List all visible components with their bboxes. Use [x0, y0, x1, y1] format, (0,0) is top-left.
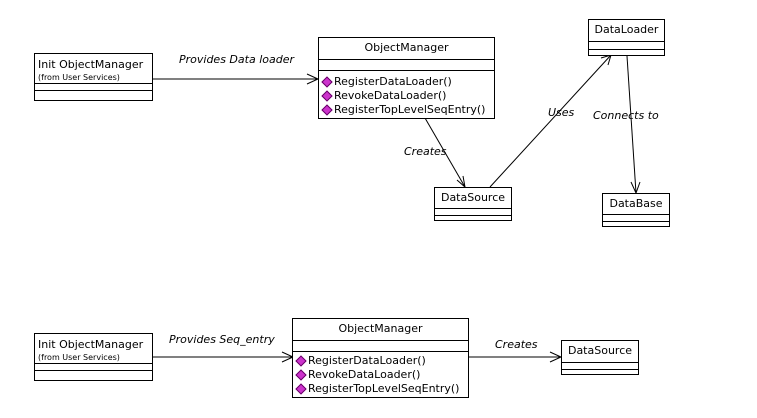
provides-label-top: Provides Data loader — [179, 53, 294, 66]
class-name: ObjectManager — [364, 41, 449, 54]
public-operation-icon — [321, 104, 333, 116]
object-manager-box-top: ObjectManager RegisterDataLoader() Revok… — [318, 37, 495, 119]
init-object-manager-box-top: Init ObjectManager (from User Services) — [34, 53, 153, 101]
operation-register-data-loader: RegisterDataLoader() — [319, 75, 494, 89]
data-loader-box: DataLoader — [588, 19, 665, 56]
class-name: DataSource — [440, 191, 506, 204]
class-name: DataBase — [609, 197, 663, 210]
class-package: (from User Services) — [38, 353, 120, 362]
class-name: DataLoader — [594, 23, 659, 36]
class-name: Init ObjectManager — [38, 58, 144, 71]
operations-compartment — [562, 369, 638, 370]
creates-label-bottom: Creates — [495, 338, 538, 351]
class-name: Init ObjectManager — [38, 338, 144, 351]
operations-compartment — [589, 49, 664, 50]
data-source-box-bottom: DataSource — [561, 340, 639, 375]
attributes-compartment — [589, 41, 664, 49]
object-manager-box-bottom: ObjectManager RegisterDataLoader() Revok… — [292, 318, 469, 398]
creates-label-top: Creates — [404, 145, 447, 158]
attributes-compartment — [562, 362, 638, 369]
uses-label: Uses — [548, 106, 575, 119]
operation-register-top-level-seq-entry: RegisterTopLevelSeqEntry() — [293, 382, 468, 396]
operations-compartment: RegisterDataLoader() RevokeDataLoader() … — [319, 70, 494, 117]
attributes-compartment — [435, 208, 511, 215]
creates-arrow-top — [424, 117, 466, 188]
attributes-compartment — [319, 59, 494, 70]
attributes-compartment — [293, 340, 468, 351]
creates-arrowhead-top — [456, 175, 466, 189]
connects-arrow — [626, 55, 637, 194]
data-base-box: DataBase — [602, 193, 670, 227]
operations-compartment — [35, 370, 152, 371]
operation-revoke-data-loader: RevokeDataLoader() — [319, 89, 494, 103]
attributes-compartment — [35, 83, 152, 90]
public-operation-icon — [295, 355, 307, 367]
operations-compartment — [435, 215, 511, 216]
operations-compartment — [603, 221, 669, 222]
operation-register-data-loader: RegisterDataLoader() — [293, 354, 468, 368]
class-name: DataSource — [567, 344, 633, 357]
data-source-box-top: DataSource — [434, 187, 512, 221]
operation-revoke-data-loader: RevokeDataLoader() — [293, 368, 468, 382]
operation-register-top-level-seq-entry: RegisterTopLevelSeqEntry() — [319, 103, 494, 117]
attributes-compartment — [603, 214, 669, 221]
public-operation-icon — [321, 90, 333, 102]
init-object-manager-box-bottom: Init ObjectManager (from User Services) — [34, 333, 153, 381]
uses-arrow — [489, 54, 612, 188]
operations-compartment — [35, 90, 152, 91]
attributes-compartment — [35, 363, 152, 370]
public-operation-icon — [321, 76, 333, 88]
class-package: (from User Services) — [38, 73, 120, 82]
operations-compartment: RegisterDataLoader() RevokeDataLoader() … — [293, 351, 468, 396]
public-operation-icon — [295, 369, 307, 381]
provides-label-bottom: Provides Seq_entry — [169, 333, 275, 346]
connects-label: Connects to — [593, 109, 659, 122]
public-operation-icon — [295, 383, 307, 395]
class-name: ObjectManager — [338, 322, 423, 335]
